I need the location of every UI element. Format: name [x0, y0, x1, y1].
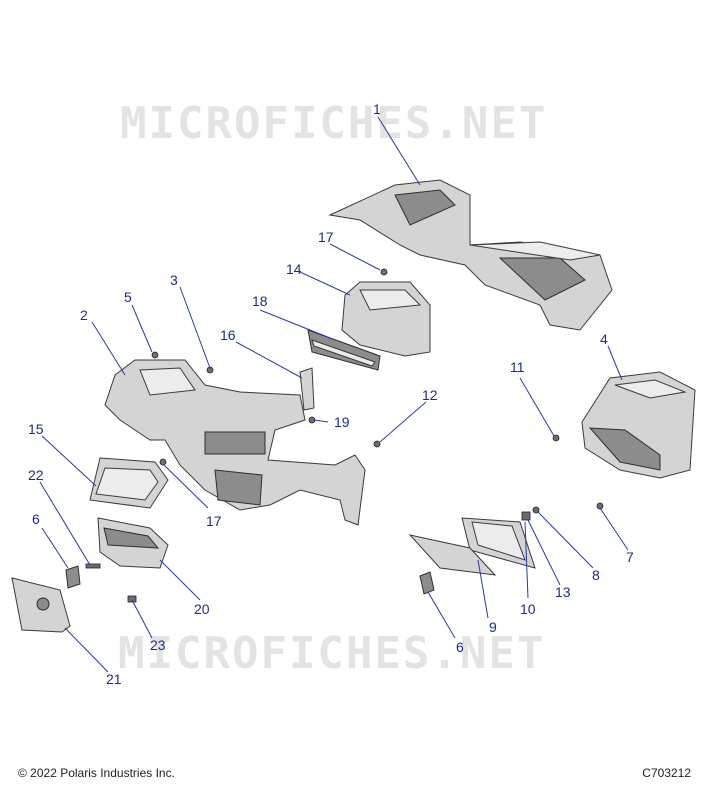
part-bracket-grille	[307, 329, 381, 371]
part-upper-dash-cover	[328, 179, 613, 331]
callout-22: 22	[28, 467, 44, 483]
fastener-7	[596, 502, 604, 510]
callout-2: 2	[80, 307, 88, 323]
part-switch-left	[65, 565, 81, 589]
callout-15: 15	[28, 421, 44, 437]
part-trim-10	[461, 517, 536, 569]
switch-bank	[204, 431, 266, 455]
callout-23: 23	[150, 637, 166, 653]
screw-22	[85, 563, 101, 569]
callout-6-left: 6	[32, 511, 40, 527]
callout-12: 12	[422, 387, 438, 403]
part-display-bezel	[89, 457, 169, 509]
callout-16: 16	[220, 327, 236, 343]
callout-11: 11	[510, 359, 525, 375]
callout-1: 1	[373, 101, 381, 117]
part-right-dash-box	[581, 371, 696, 479]
fastener-23	[127, 595, 137, 603]
clip-13	[521, 511, 531, 521]
part-main-dash-panel	[104, 359, 366, 526]
part-switch-right	[419, 571, 435, 595]
callout-17-left: 17	[206, 513, 222, 529]
watermark-bottom: MICROFICHES.NET	[118, 628, 545, 679]
callout-14: 14	[286, 261, 302, 277]
callout-18: 18	[252, 293, 268, 309]
callout-labels: 1 2 3 4 5 6 7 8 9 10 11 12 13 14 15 16 1…	[28, 101, 634, 687]
part-cover-plate	[11, 577, 71, 633]
leader-lines	[39, 116, 629, 673]
callout-4: 4	[600, 331, 608, 347]
callout-3: 3	[170, 272, 178, 288]
callout-21: 21	[106, 671, 122, 687]
fastener-17-top	[380, 268, 388, 276]
part-trim-9	[408, 534, 497, 576]
part-storage-bin	[341, 281, 431, 357]
fastener-12	[373, 440, 381, 448]
callout-9: 9	[489, 619, 497, 635]
fastener-5	[151, 351, 159, 359]
callout-10: 10	[520, 601, 536, 617]
fastener-17-left	[159, 458, 167, 466]
watermark-top: MICROFICHES.NET	[120, 98, 547, 149]
callout-20: 20	[194, 601, 210, 617]
part-small-bracket	[299, 367, 315, 411]
fastener-8	[532, 506, 540, 514]
callout-6-right: 6	[456, 639, 464, 655]
callout-7: 7	[626, 549, 634, 565]
callout-5: 5	[124, 289, 132, 305]
fastener-11	[552, 434, 560, 442]
callout-8: 8	[592, 567, 600, 583]
diagram-code: C703212	[642, 766, 691, 780]
callout-19: 19	[334, 414, 350, 430]
callout-17-top: 17	[318, 229, 334, 245]
part-lower-pocket	[97, 517, 169, 569]
copyright-text: © 2022 Polaris Industries Inc.	[18, 766, 175, 780]
callout-13: 13	[555, 584, 571, 600]
